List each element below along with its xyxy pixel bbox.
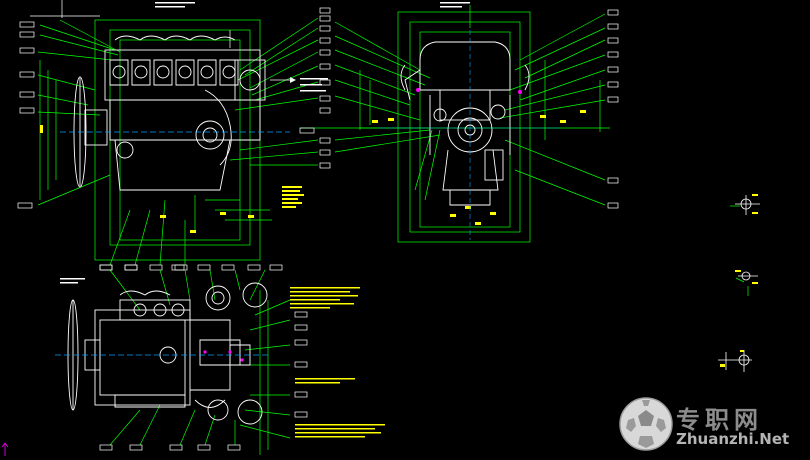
detail-views [718, 194, 760, 372]
side-elevation-view [17, 0, 430, 271]
top-plan-view [1, 264, 385, 456]
soccer-ball-logo-icon [619, 397, 673, 451]
watermark-en-text: Zhuanzhi.Net [676, 430, 790, 448]
front-elevation-view [319, 2, 619, 243]
watermark-cn-text: 专职网 [676, 406, 763, 434]
watermark: 专职网 Zhuanzhi.Net [619, 397, 804, 456]
